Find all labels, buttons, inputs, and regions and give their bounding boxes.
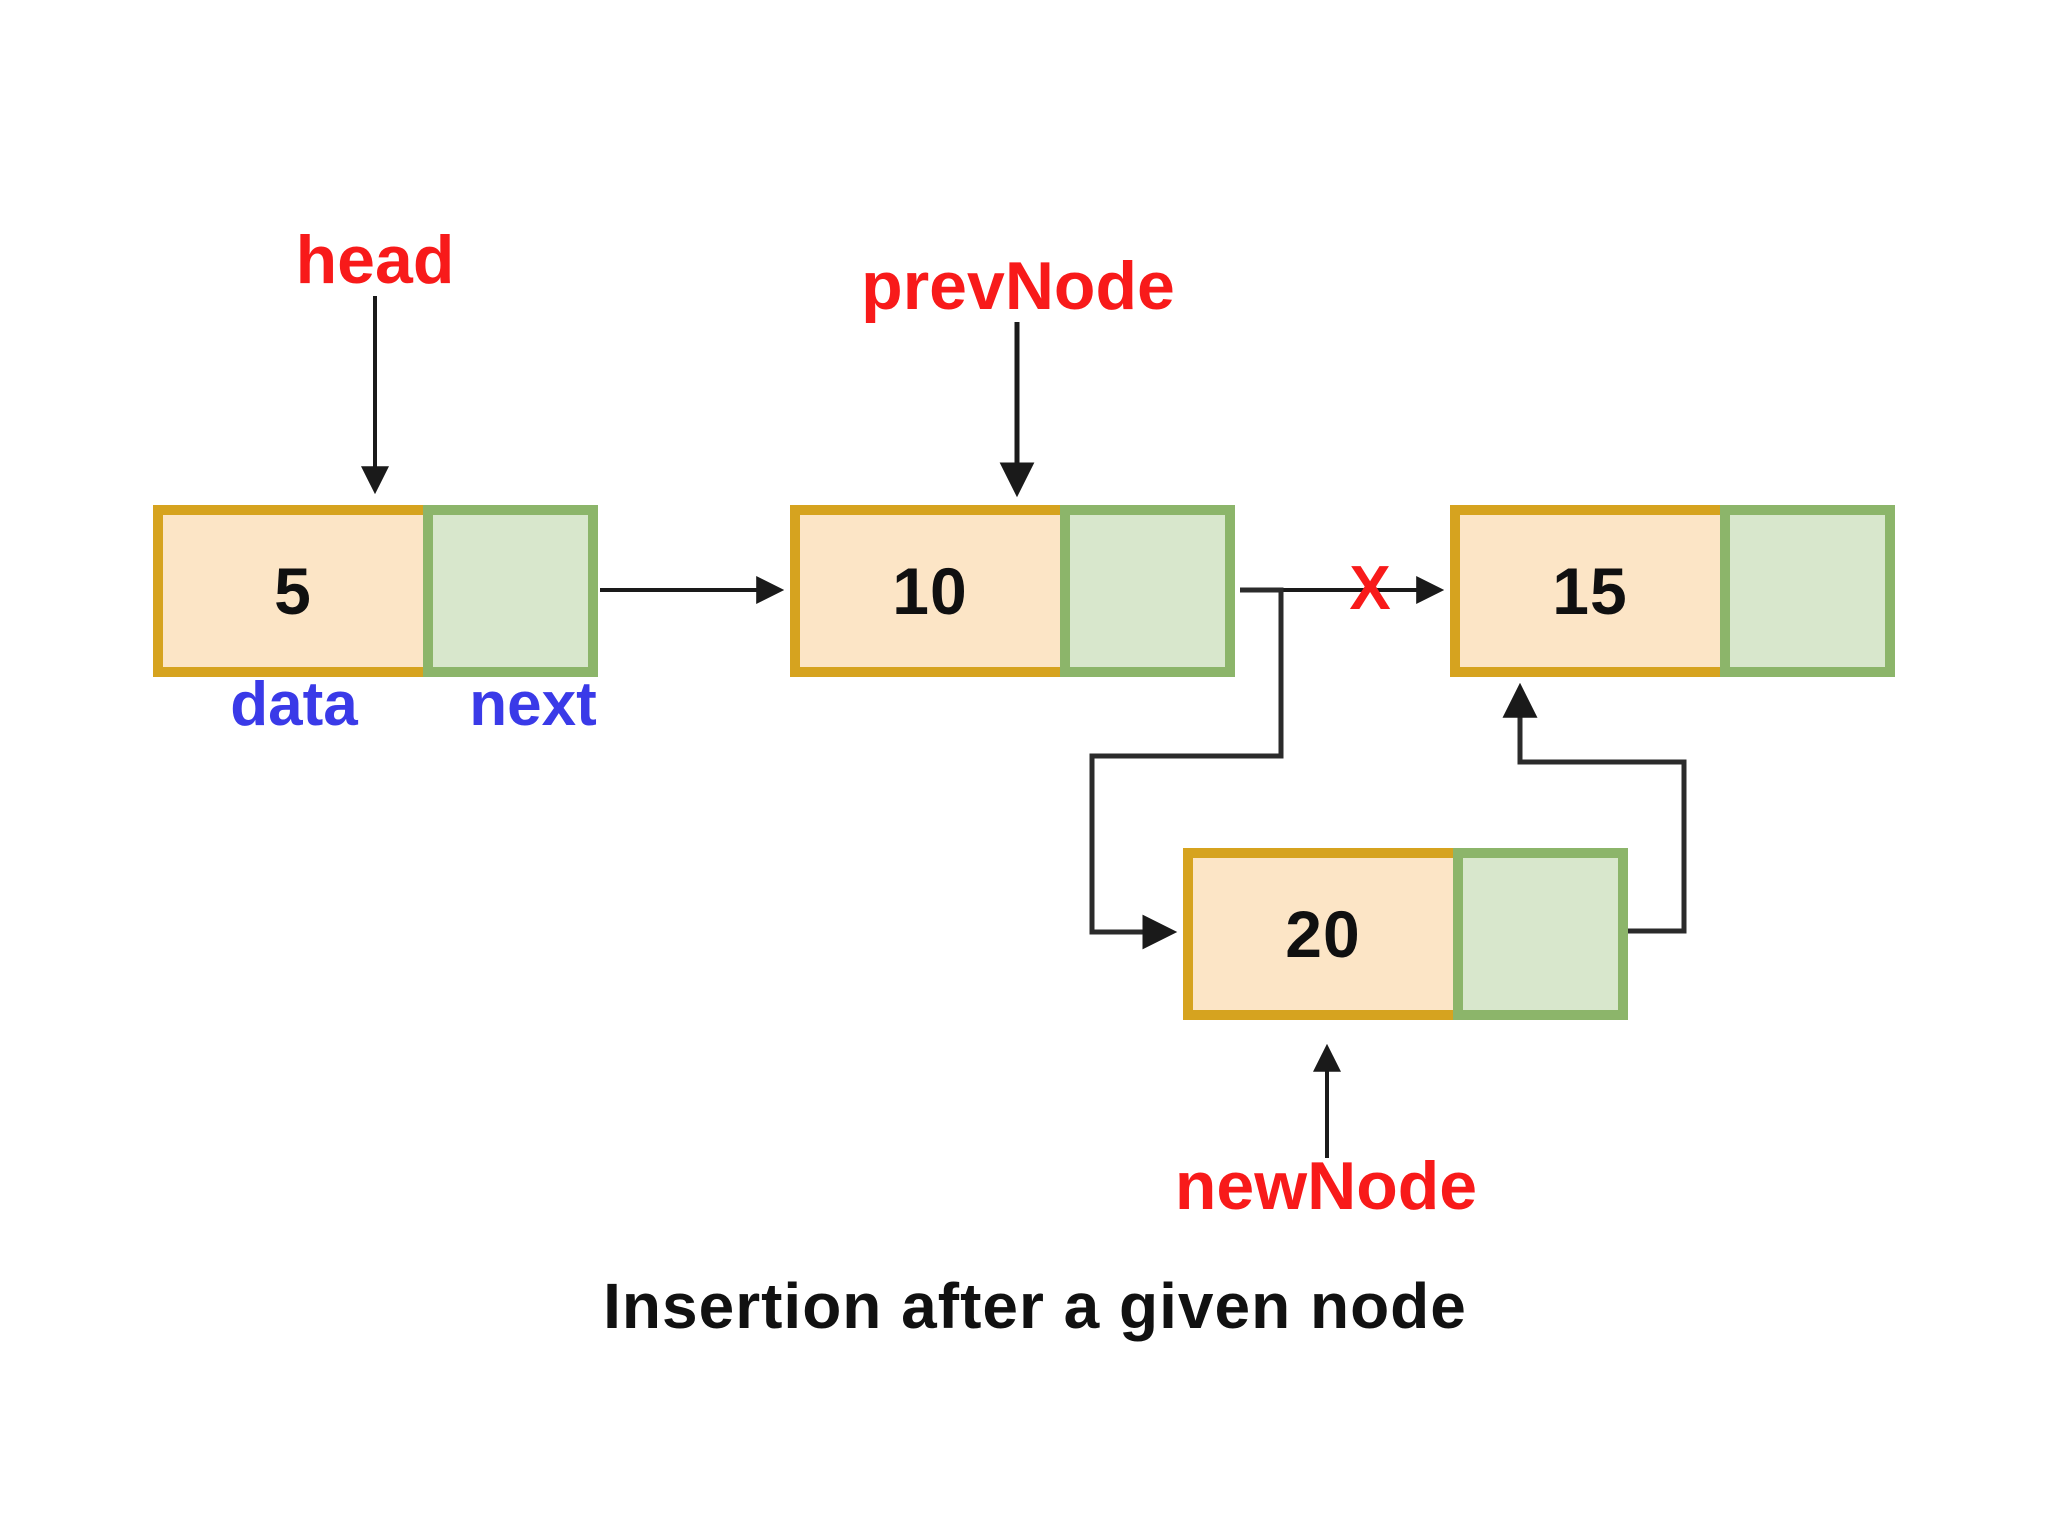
node-15: 15 <box>1450 505 1895 677</box>
node-15-data-cell: 15 <box>1450 505 1730 677</box>
prevnode-label: prevNode <box>861 248 1175 324</box>
node-10: 10 <box>790 505 1235 677</box>
node-5-next-cell <box>423 505 598 677</box>
node-15-value: 15 <box>1552 554 1628 628</box>
node-5: 5 <box>153 505 598 677</box>
node-20-value: 20 <box>1285 897 1361 971</box>
node-5-data-cell: 5 <box>153 505 433 677</box>
node-10-value: 10 <box>892 554 968 628</box>
data-field-label: data <box>230 670 358 739</box>
next-field-label: next <box>469 670 597 739</box>
newnode-label: newNode <box>1174 1148 1478 1224</box>
node-10-data-cell: 10 <box>790 505 1070 677</box>
node-10-next-cell <box>1060 505 1235 677</box>
node-20-data-cell: 20 <box>1183 848 1463 1020</box>
node-20: 20 <box>1183 848 1628 1020</box>
broken-link-x-mark: X <box>1349 554 1391 623</box>
node-20-next-cell <box>1453 848 1628 1020</box>
head-label: head <box>295 222 455 298</box>
diagram-title: Insertion after a given node <box>603 1270 1467 1342</box>
new-link-arrow-20-to-15 <box>1502 682 1687 934</box>
node-15-next-cell <box>1720 505 1895 677</box>
node-5-value: 5 <box>274 554 312 628</box>
new-link-arrow-10-to-20 <box>1089 587 1284 950</box>
